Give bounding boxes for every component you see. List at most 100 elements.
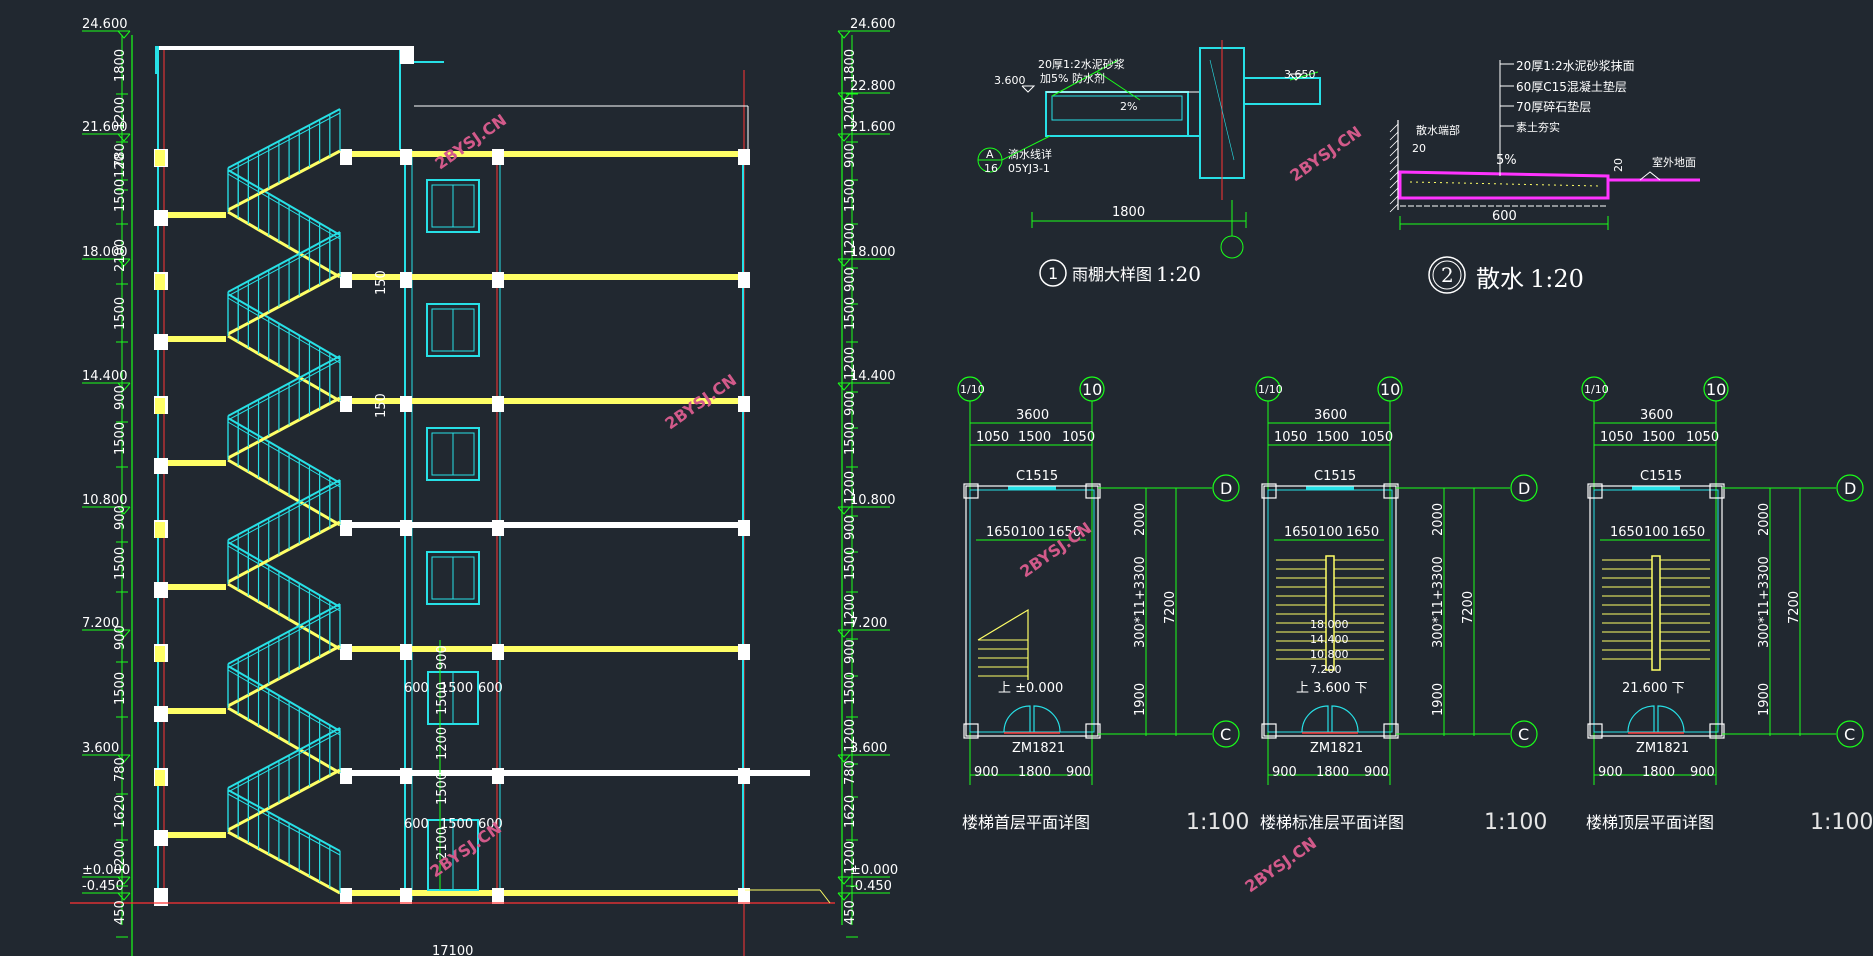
axis-bubble-d xyxy=(1836,474,1864,502)
plan-right-dim-2: 300*11+3300 xyxy=(1757,556,1772,648)
door-dim-1200-v: 1200 xyxy=(435,727,450,760)
section-right-dim: 1200 xyxy=(843,594,858,627)
plan-scale: 1:100 xyxy=(1810,810,1873,835)
door-dim-600-c: 600 xyxy=(404,817,429,832)
section-right-dim: 1200 xyxy=(843,841,858,874)
landing-slab xyxy=(164,708,226,714)
section-right-elevation: 14.400 xyxy=(850,369,896,384)
apron-dim-left: 20 xyxy=(1412,142,1426,155)
section-left-dim: 2100 xyxy=(113,239,128,272)
plan-level-1: 18.000 xyxy=(1310,618,1349,631)
section-left-dim: 900 xyxy=(113,385,128,410)
stair-flight xyxy=(227,603,341,708)
section-left-elevation: 21.600 xyxy=(82,120,128,135)
landing-wall-end xyxy=(154,706,168,722)
axis-bubble-c xyxy=(1212,720,1240,748)
plan-overall-dim: 7200 xyxy=(1787,591,1802,624)
section-right-elevation: 18.000 xyxy=(850,245,896,260)
window-sill xyxy=(155,770,165,786)
door-dim-1500-a: 1500 xyxy=(440,681,473,696)
plan-column xyxy=(963,483,979,499)
door-dim-600-b: 600 xyxy=(478,681,503,696)
plan-scale: 1:100 xyxy=(1484,810,1547,835)
section-right-elevation: ±0.000 xyxy=(850,863,898,878)
axis-bubble-c xyxy=(1510,720,1538,748)
landing-wall-end xyxy=(154,334,168,350)
plan-sub-dim-3: 1050 xyxy=(1062,430,1095,445)
slab-column xyxy=(738,888,750,904)
floor-slab-extended xyxy=(340,770,810,776)
plan-sub-dim-1: 1050 xyxy=(976,430,1009,445)
axis-bubble-d xyxy=(1510,474,1538,502)
slab-column xyxy=(492,888,504,904)
axis-label-1-10: 1/10 xyxy=(960,383,985,396)
axis-label-10: 10 xyxy=(1380,380,1400,399)
section-right-dim: 1500 xyxy=(843,297,858,330)
section-left-elevation: 3.600 xyxy=(82,741,119,756)
section-bottom-dim: 17100 xyxy=(432,944,473,956)
section-right-dim: 1500 xyxy=(843,672,858,705)
canopy-slope: 2% xyxy=(1120,100,1137,113)
plan-bottom-dim-2: 1800 xyxy=(1642,765,1675,780)
section-left-dim: 120 xyxy=(113,153,128,178)
stair-enclosure xyxy=(965,485,1099,737)
slab-column xyxy=(738,272,750,288)
plan-bottom-dim-3: 900 xyxy=(1364,765,1389,780)
wall-slab-end xyxy=(154,888,168,906)
plan-right-dim-3: 1900 xyxy=(1431,683,1446,716)
slab-column xyxy=(400,520,412,536)
apron-detail: 20厚1:2水泥砂浆抹面 60厚C15混凝土垫层 70厚碎石垫层 素土夯实 散水… xyxy=(1389,58,1700,294)
slab-column xyxy=(400,644,412,660)
section-right-elevation: 3.600 xyxy=(850,741,887,756)
apron-layer-1: 20厚1:2水泥砂浆抹面 xyxy=(1516,58,1635,73)
axis-label-c: C xyxy=(1518,725,1529,744)
axis-label-1-10: 1/10 xyxy=(1584,383,1609,396)
apron-side-note: 散水端部 xyxy=(1416,123,1460,137)
plan-bottom-dim-2: 1800 xyxy=(1018,765,1051,780)
section-right-dim: 1200 xyxy=(843,97,858,130)
section-left-elevation: -0.450 xyxy=(82,879,124,894)
plan-sub-dim-3: 1050 xyxy=(1360,430,1393,445)
canopy-elev-left: 3.600 xyxy=(994,74,1026,87)
section-right-dim: 1620 xyxy=(843,795,858,828)
section-left-dim: 1500 xyxy=(113,547,128,580)
section-left-elevation: 24.600 xyxy=(82,17,128,32)
landing-wall-end xyxy=(154,582,168,598)
plan-right-dim-1: 2000 xyxy=(1431,503,1446,536)
section-right-dim: 900 xyxy=(843,267,858,292)
plan-column xyxy=(1709,723,1725,739)
section-left-elevation: 18.000 xyxy=(82,245,128,260)
plan-bottom-dim-1: 900 xyxy=(974,765,999,780)
plan-sub-dim-2: 1500 xyxy=(1018,430,1051,445)
plan-top-dim: 3600 xyxy=(1314,408,1347,423)
plan-level-3: 10.800 xyxy=(1310,648,1349,661)
plan-sub-dim-2: 1500 xyxy=(1642,430,1675,445)
door-dim-1500-v2: 1500 xyxy=(435,772,450,805)
axis-label-d: D xyxy=(1518,479,1530,498)
plan-column xyxy=(1261,723,1277,739)
stair-flight xyxy=(227,417,341,527)
landing-slab xyxy=(164,584,226,590)
section-left-elevation: 14.400 xyxy=(82,369,128,384)
plan-top-dim: 3600 xyxy=(1640,408,1673,423)
canopy-ref-num: 16 xyxy=(984,162,998,175)
slab-column xyxy=(340,644,352,660)
apron-detail-number-circle xyxy=(1428,256,1466,294)
section-left-dim: 1620 xyxy=(113,795,128,828)
apron-ground: 室外地面 xyxy=(1652,155,1696,169)
stair-flight xyxy=(227,355,341,460)
section-right-elevation: 22.800 xyxy=(850,79,896,94)
landing-wall-end xyxy=(154,458,168,474)
apron-slope: 5% xyxy=(1496,153,1517,168)
slab-column xyxy=(340,272,352,288)
slab-column xyxy=(340,888,352,904)
plan-bottom-dim-3: 900 xyxy=(1690,765,1715,780)
slab-column xyxy=(400,888,412,904)
plan-bottom-dim-2: 1800 xyxy=(1316,765,1349,780)
section-left-dim: 900 xyxy=(113,625,128,650)
axis-label-1-10: 1/10 xyxy=(1258,383,1283,396)
apron-width: 600 xyxy=(1492,209,1517,224)
